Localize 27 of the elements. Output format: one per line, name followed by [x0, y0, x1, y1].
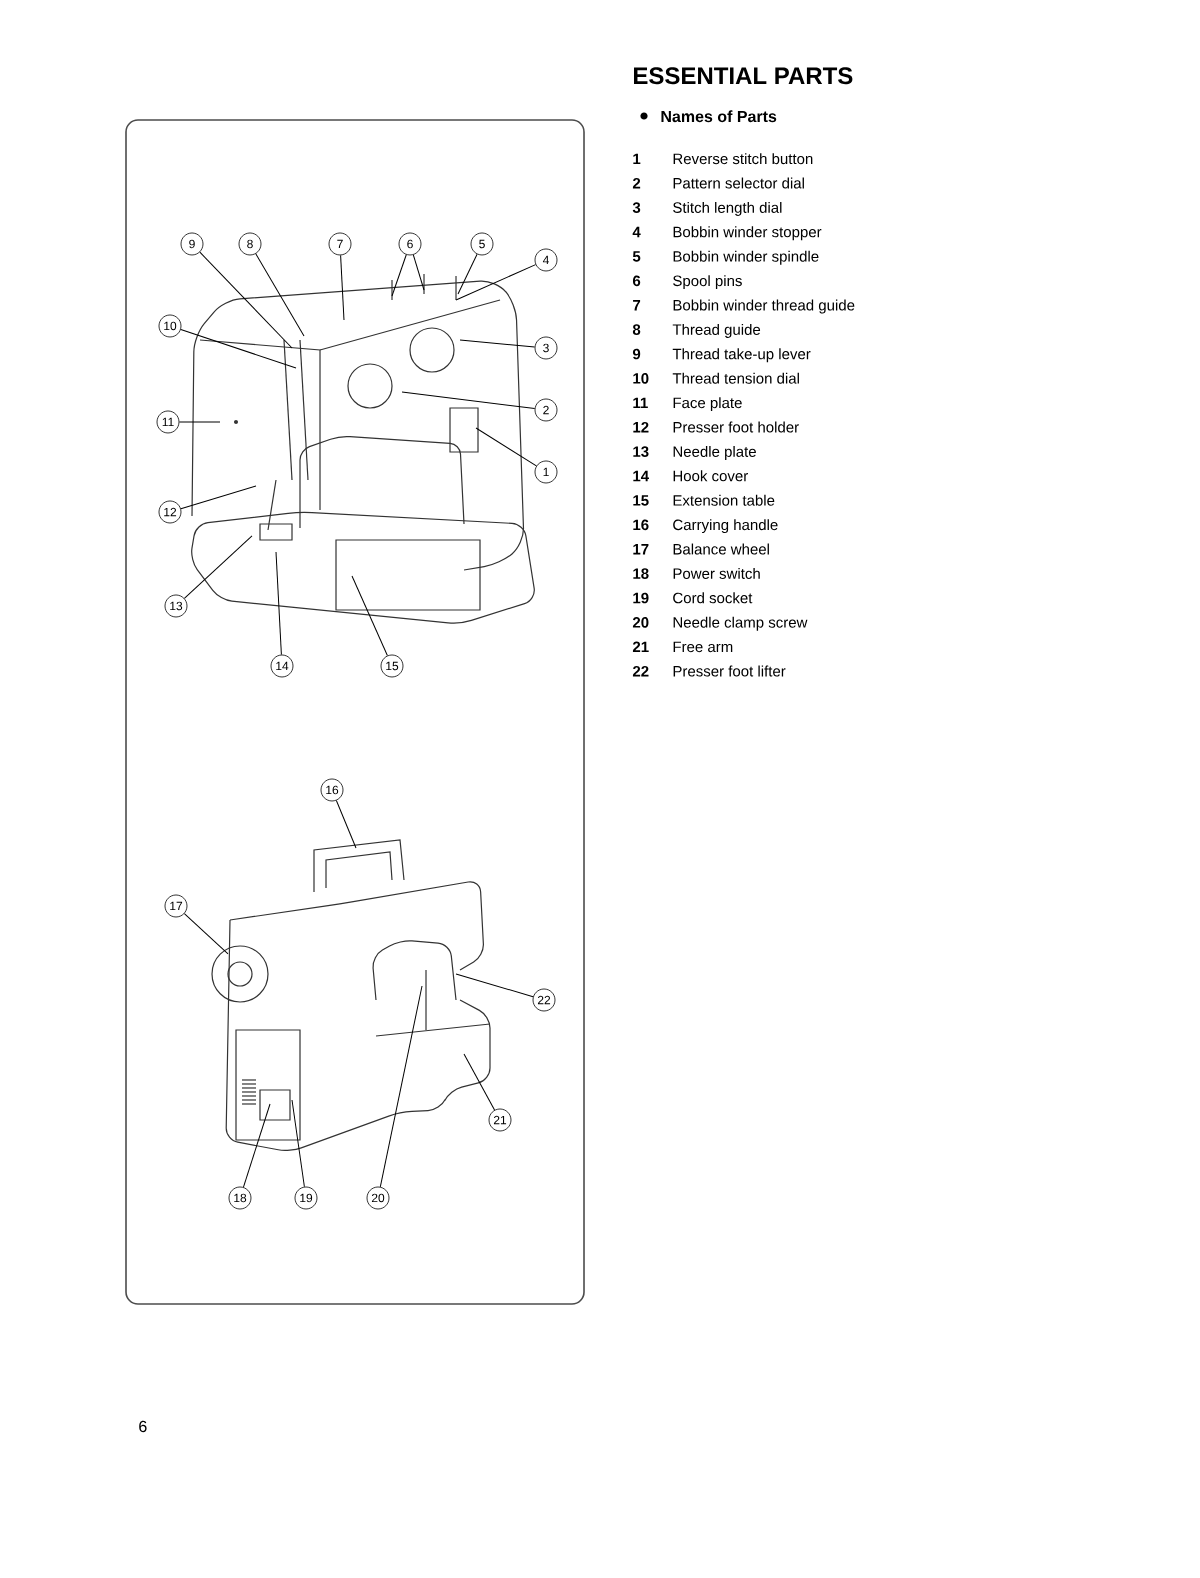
leader-line	[401, 391, 536, 410]
leader-line	[340, 254, 345, 321]
leader-line	[180, 329, 297, 369]
page-number: 6	[139, 1420, 147, 1433]
section-heading: Names of Parts	[661, 110, 777, 123]
leader-line	[255, 253, 305, 337]
leader-line	[291, 1099, 305, 1188]
sewing-machine-drawing	[191, 273, 535, 624]
leader-line	[335, 800, 357, 849]
sewing-machine-drawing	[211, 839, 491, 1151]
leader-line	[455, 264, 537, 301]
leader-line	[391, 254, 407, 297]
leader-line	[459, 339, 536, 348]
leader-line	[457, 253, 478, 295]
leader-line	[242, 1103, 271, 1188]
leader-line	[463, 1053, 496, 1111]
leader-line	[199, 251, 293, 349]
leader-line	[275, 551, 282, 656]
leader-line	[455, 973, 534, 998]
leader-line	[412, 254, 425, 291]
leader-line	[379, 985, 423, 1188]
leader-line	[183, 535, 253, 599]
leader-line	[178, 421, 221, 423]
leader-line	[475, 427, 537, 467]
page-title: ESSENTIAL PARTS	[634, 67, 853, 85]
leader-line	[183, 913, 229, 955]
leader-line	[351, 575, 388, 657]
